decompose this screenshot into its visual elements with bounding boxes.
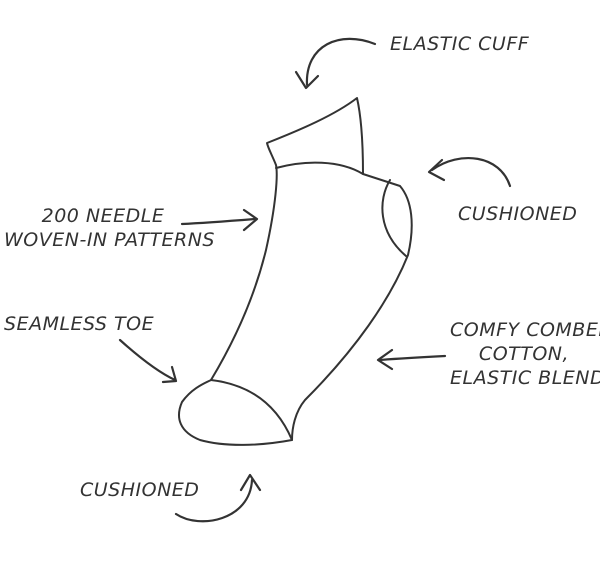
label-cushioned-heel: CUSHIONED (458, 202, 577, 226)
comfy-arrowhead (376, 348, 394, 371)
cushioned-sole-arrow (174, 478, 254, 523)
sock-illustration (178, 97, 413, 446)
label-needle-line2: WOVEN-IN PATTERNS (4, 229, 215, 251)
label-comfy-line2: COTTON, (478, 343, 570, 365)
label-elastic-cuff-text: ELASTIC CUFF (390, 33, 530, 55)
label-cushioned-sole-text: CUSHIONED (80, 479, 200, 501)
cushioned-sole-arrowhead (239, 473, 262, 492)
sock-outline (178, 97, 413, 446)
label-200-needle: 200 NEEDLE WOVEN-IN PATTERNS (4, 204, 215, 252)
heel-cushion-line (381, 179, 407, 257)
needle-arrowhead (242, 208, 259, 232)
arrows (118, 37, 512, 523)
label-needle-line1: 200 NEEDLE (41, 205, 165, 227)
label-comfy-line3: ELASTIC BLEND (450, 367, 600, 389)
label-seamless-toe: SEAMLESS TOE (4, 312, 154, 336)
needle-arrow (180, 217, 257, 226)
label-elastic-cuff: ELASTIC CUFF (390, 32, 529, 56)
elastic-cuff-arrow (305, 37, 377, 87)
toe-cap-line (210, 379, 293, 441)
seamless-toe-arrowhead (161, 365, 178, 384)
cushioned-heel-arrowhead (427, 158, 446, 182)
label-cushioned-sole: CUSHIONED (80, 478, 199, 502)
label-cushioned-heel-text: CUSHIONED (458, 203, 578, 225)
cuff-band-line (275, 161, 364, 175)
label-comfy-line1: COMFY COMBED (450, 319, 600, 341)
comfy-arrow (378, 354, 447, 362)
seamless-toe-arrow (118, 338, 177, 382)
cushioned-heel-arrow (430, 157, 512, 188)
label-comfy-combed: COMFY COMBED COTTON, ELASTIC BLEND (450, 318, 600, 390)
label-seamless-toe-text: SEAMLESS TOE (4, 313, 155, 335)
elastic-cuff-arrowhead (294, 70, 320, 90)
